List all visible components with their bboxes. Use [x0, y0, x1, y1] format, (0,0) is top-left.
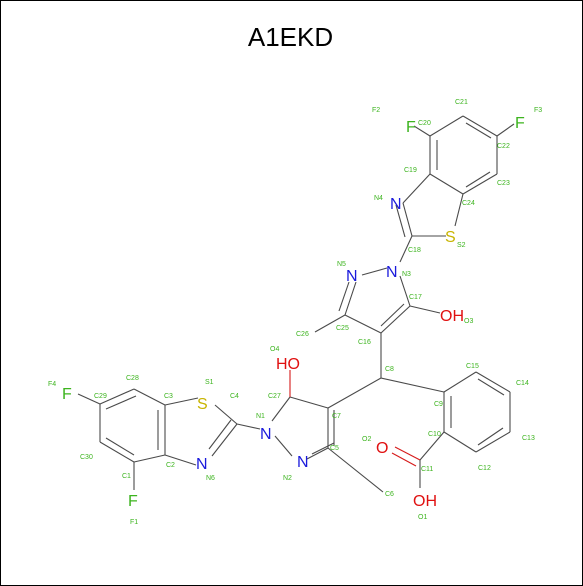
atom-label-O3: O3 — [464, 318, 473, 325]
atom-label-C1: C1 — [122, 473, 131, 480]
atom-label-C26: C26 — [296, 331, 309, 338]
atom-label-C2: C2 — [166, 462, 175, 469]
atom-symbol-F: F — [515, 115, 525, 132]
atom-labels: C21 F2 C20 F3 C22 C19 C23 N4 C24 S2 C18 … — [48, 99, 542, 526]
atom-symbol-HO: HO — [276, 356, 300, 373]
atom-label-O4: O4 — [270, 346, 279, 353]
atom-label-C13: C13 — [522, 435, 535, 442]
atom-symbol-N: N — [346, 268, 358, 285]
atom-label-N4: N4 — [374, 195, 383, 202]
atom-label-C24: C24 — [462, 200, 475, 207]
atom-symbol-F: F — [62, 386, 72, 403]
atom-label-N2: N2 — [283, 475, 292, 482]
atom-label-C4: C4 — [230, 393, 239, 400]
atom-label-C22: C22 — [497, 143, 510, 150]
atom-label-N3: N3 — [402, 271, 411, 278]
atom-label-F1: F1 — [130, 519, 138, 526]
atom-label-C15: C15 — [466, 363, 479, 370]
atom-symbol-S: S — [197, 396, 208, 413]
atom-label-O2: O2 — [362, 436, 371, 443]
atom-symbol-F: F — [406, 119, 416, 136]
atom-label-C28: C28 — [126, 375, 139, 382]
bonds — [77, 115, 515, 493]
atom-label-F3: F3 — [534, 107, 542, 114]
atom-symbol-N: N — [390, 196, 402, 213]
atom-symbol-N: N — [386, 264, 398, 281]
molecule-title: A1EKD — [247, 22, 334, 52]
atom-label-C27: C27 — [268, 393, 281, 400]
atom-label-N5: N5 — [337, 261, 346, 268]
atom-label-C7: C7 — [332, 413, 341, 420]
atom-symbol-OH: OH — [440, 308, 464, 325]
atom-label-S2: S2 — [457, 242, 466, 249]
atom-symbol-S: S — [445, 229, 456, 246]
atom-label-S1: S1 — [205, 379, 214, 386]
atom-label-C29: C29 — [94, 393, 107, 400]
atom-symbol-N: N — [260, 426, 272, 443]
atom-symbol-N: N — [297, 454, 309, 471]
atom-label-C16: C16 — [358, 339, 371, 346]
atom-symbol-OH: OH — [413, 493, 437, 510]
atom-label-C11: C11 — [421, 466, 433, 473]
atom-label-O1: O1 — [418, 514, 427, 521]
atom-label-C8: C8 — [385, 366, 394, 373]
atom-label-C18: C18 — [408, 247, 421, 254]
atom-label-F2: F2 — [372, 107, 380, 114]
atom-label-C21: C21 — [455, 99, 468, 106]
atom-label-F4: F4 — [48, 381, 56, 388]
atom-label-C25: C25 — [336, 325, 349, 332]
atom-label-C3: C3 — [164, 393, 173, 400]
atom-label-C6: C6 — [385, 491, 394, 498]
atom-symbol-O: O — [376, 440, 388, 457]
atom-label-N6: N6 — [206, 475, 215, 482]
atom-label-C10: C10 — [428, 431, 441, 438]
atom-label-C14: C14 — [516, 380, 529, 387]
atom-symbol-F: F — [128, 493, 138, 510]
atom-label-C17: C17 — [409, 294, 422, 301]
atom-symbol-N: N — [196, 456, 208, 473]
atom-label-C12: C12 — [478, 465, 491, 472]
atom-label-C30: C30 — [80, 454, 93, 461]
atom-label-N1: N1 — [256, 413, 265, 420]
atom-label-C20: C20 — [418, 120, 431, 127]
atom-label-C5: C5 — [330, 445, 339, 452]
atom-label-C19: C19 — [404, 167, 417, 174]
atom-label-C9: C9 — [434, 401, 443, 408]
atom-label-C23: C23 — [497, 180, 510, 187]
atom-symbols: F F N S N N OH HO S F N N N O OH F — [62, 115, 525, 510]
